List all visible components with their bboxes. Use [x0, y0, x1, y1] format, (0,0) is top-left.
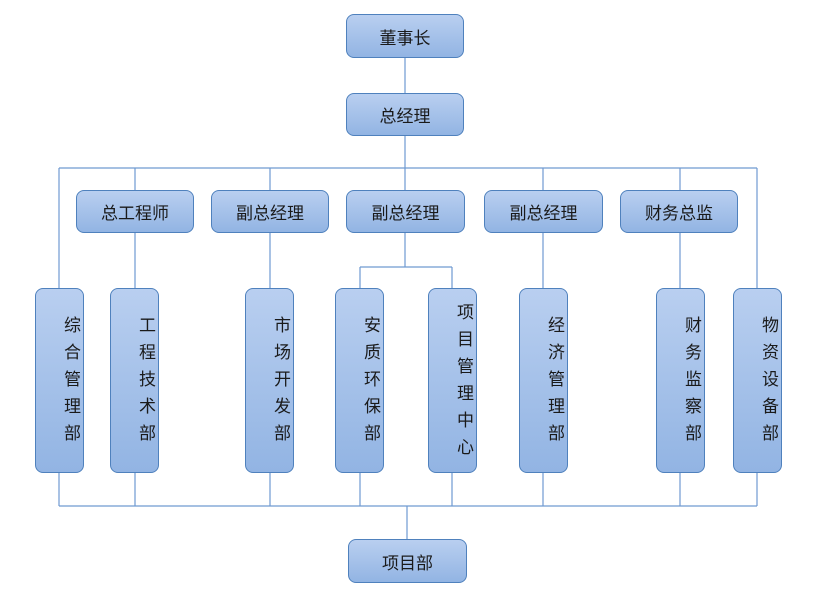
- node-dept-safety: 安质环保部: [335, 288, 384, 473]
- node-deputy-gm-3: 副总经理: [484, 190, 603, 233]
- node-dept-market: 市场开发部: [245, 288, 294, 473]
- node-dept-finance: 财务监察部: [656, 288, 705, 473]
- node-dept-project-center: 项目管理中心: [428, 288, 477, 473]
- node-project-dept: 项目部: [348, 539, 467, 583]
- node-cfo: 财务总监: [620, 190, 738, 233]
- node-dept-economic: 经济管理部: [519, 288, 568, 473]
- node-general-manager: 总经理: [346, 93, 464, 136]
- node-dept-materials: 物资设备部: [733, 288, 782, 473]
- node-dept-admin: 综合管理部: [35, 288, 84, 473]
- node-chief-engineer: 总工程师: [76, 190, 194, 233]
- node-chairman: 董事长: [346, 14, 464, 58]
- node-dept-engineering: 工程技术部: [110, 288, 159, 473]
- node-deputy-gm-2: 副总经理: [346, 190, 465, 233]
- node-deputy-gm-1: 副总经理: [211, 190, 329, 233]
